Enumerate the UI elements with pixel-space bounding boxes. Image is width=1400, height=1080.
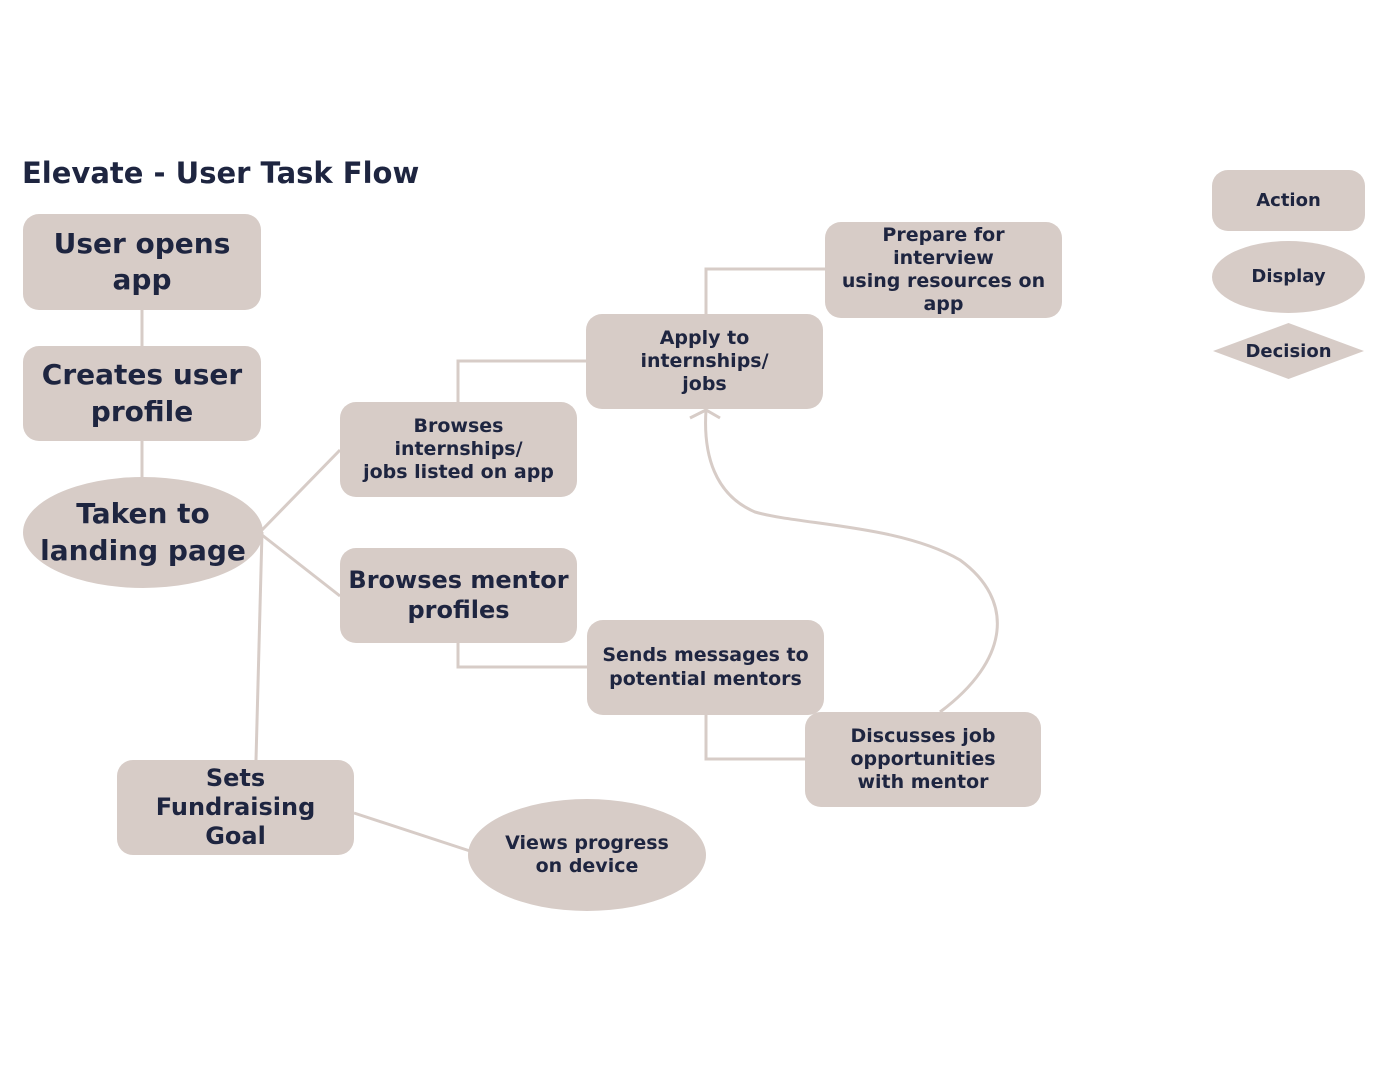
connector-browse-mentors-to-messages: [456, 642, 587, 669]
node-label: Browses internships/ jobs listed on app: [363, 414, 554, 484]
legend-display: Display: [1212, 241, 1365, 313]
connector-browse-jobs-to-apply: [456, 359, 586, 402]
node-sends-messages[interactable]: Sends messages to potential mentors: [587, 620, 824, 715]
node-label: User opens app: [53, 226, 231, 296]
node-discusses-job[interactable]: Discusses job opportunities with mentor: [805, 712, 1041, 807]
node-prepare-interview[interactable]: Prepare for interview using resources on…: [825, 222, 1062, 318]
node-label: Prepare for interview using resources on…: [841, 223, 1046, 316]
legend-action: Action: [1212, 170, 1365, 231]
node-label: Sets Fundraising Goal: [155, 763, 316, 851]
node-apply-internships[interactable]: Apply to internships/ jobs: [586, 314, 823, 409]
node-label: Sends messages to potential mentors: [602, 644, 809, 690]
node-label: Apply to internships/ jobs: [640, 326, 769, 396]
node-creates-user-profile[interactable]: Creates user profile: [23, 346, 261, 441]
node-label: Taken to landing page: [40, 497, 246, 567]
connector-messages-to-discuss: [704, 715, 805, 761]
connector-arrowhead: [689, 408, 721, 420]
node-user-opens-app[interactable]: User opens app: [23, 214, 261, 310]
legend-decision: Decision: [1212, 322, 1365, 380]
node-label: Views progress on device: [505, 831, 669, 877]
node-label: Creates user profile: [41, 358, 243, 428]
legend-action-label: Action: [1256, 189, 1321, 211]
node-browses-mentor-profiles[interactable]: Browses mentor profiles: [340, 548, 577, 643]
node-sets-fundraising-goal[interactable]: Sets Fundraising Goal: [117, 760, 354, 855]
node-label: Discusses job opportunities with mentor: [850, 724, 996, 794]
connector-discuss-to-apply: [704, 409, 999, 714]
page-title: Elevate - User Task Flow: [22, 156, 420, 190]
connector-landing-to-fundraising: [254, 531, 264, 761]
connector-landing-to-browse-jobs: [260, 448, 342, 532]
connector-apply-to-prepare: [704, 267, 825, 315]
node-label: Browses mentor profiles: [348, 566, 569, 624]
node-taken-to-landing-page[interactable]: Taken to landing page: [23, 477, 263, 588]
legend-display-label: Display: [1251, 266, 1326, 288]
node-views-progress[interactable]: Views progress on device: [468, 799, 706, 911]
decision-diamond-shape: [1213, 323, 1364, 379]
connector-fundraising-to-progress: [353, 811, 471, 853]
connector-landing-to-browse-mentors: [261, 533, 341, 598]
node-browses-internships[interactable]: Browses internships/ jobs listed on app: [340, 402, 577, 497]
legend-decision-label: Decision: [1245, 340, 1332, 362]
